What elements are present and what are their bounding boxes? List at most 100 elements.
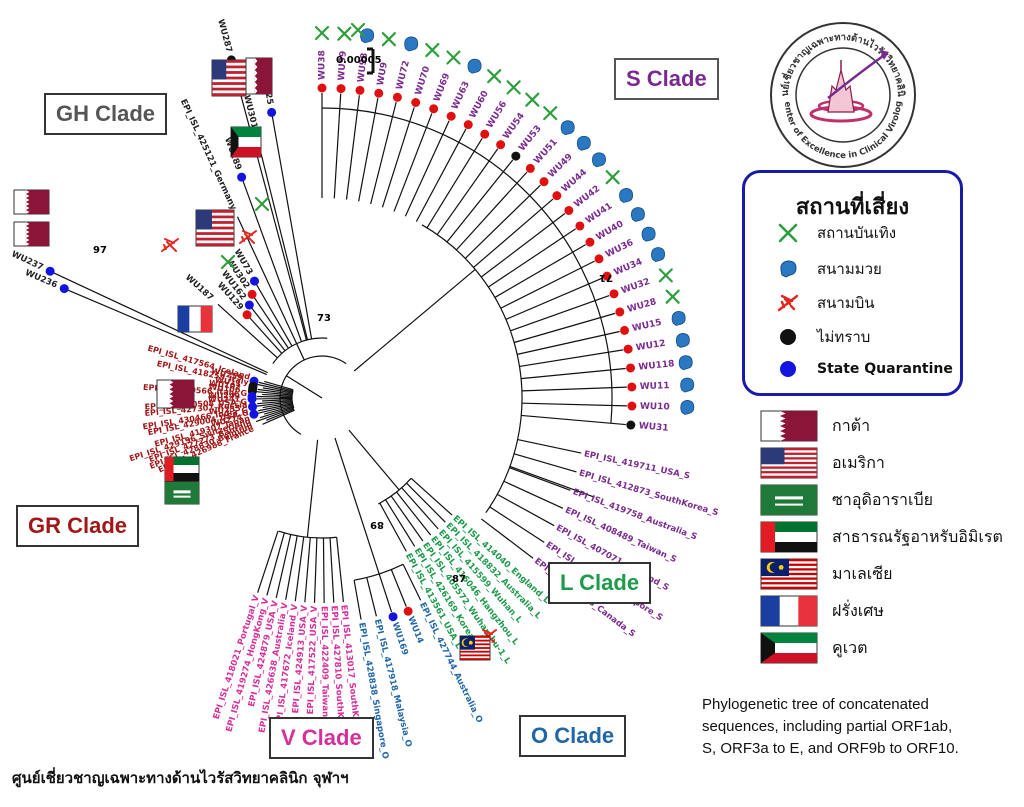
v-tip-branch [329,537,335,603]
saudi-flag-icon [164,481,200,505]
gh-tip-dot [244,300,254,310]
l-clade-label: L Clade [548,562,652,604]
gh-tip-label: WU187 [183,273,215,303]
flag-legend-label: กาต้า [832,415,871,435]
o-tip-branch [378,573,393,613]
l-tip-branch [396,491,432,536]
s-tip-dot [374,88,384,98]
gr-tip-branch [258,403,293,412]
s-tip-dot [392,92,402,102]
s-boxing-marker [404,36,419,52]
gr-tip-branch [257,388,293,395]
s-tip-label: WU72 [395,60,412,91]
gr-tip-branch [253,383,293,393]
s-tip-label: WU10 [640,402,670,413]
s-tip-branch [473,198,554,268]
gr-tip-branch [262,393,293,397]
l-clade-arc [378,477,412,505]
s-tip-dot [411,97,421,107]
caption-line-2: sequences, including partial ORF1ab, [702,718,953,735]
s-boxing-marker [641,226,656,242]
s-clade-branch [509,465,595,498]
s-tip-dot [429,104,439,114]
s-tip-label: WU36 [604,238,635,260]
s-boxing-marker [467,58,482,74]
s-entertainment-marker [543,106,558,121]
s-epi-branch [489,506,545,543]
l-tip-branch [385,499,416,547]
kuwait-flag-icon [760,632,818,664]
s-tip-dot [585,237,595,247]
tip-markers [45,22,695,643]
gr-tip-label: WU241 [208,395,241,404]
s-tip-branch [381,107,415,208]
s-boxing-marker [360,28,375,44]
s-tip-branch [455,171,528,251]
s-epi-branch [509,467,571,491]
s-tip-branch [358,98,379,202]
gh-tip-branch [64,288,268,376]
gh-tip-branch [230,59,308,341]
gr-tip-branch [262,402,293,409]
root-stem [286,375,323,399]
o-tip-label: WU169 [390,621,410,657]
s-tip-dot [336,84,346,94]
malaysia-flag-icon [760,558,818,590]
scale-bar: 0.00005 [336,47,382,75]
s-tip-label: WU38 [318,50,328,80]
gh-tip-branch [241,176,303,342]
tree-flags [13,57,491,661]
s-tip-dot [463,120,473,130]
gr-tip-dot [248,402,258,412]
gr-tip-label: WU102 [208,378,241,391]
gh-tip-branch [251,294,289,349]
legend-unknown: ไม่ทราบ [773,323,870,351]
s-tip-dot [627,401,637,411]
s-tip-label: WU31 [638,421,669,434]
v-tip-branch [304,537,311,603]
cecv-logo: ศูนย์เชี่ยวชาญเฉพาะทางด้านไวรัสวิทยาคลิน… [768,20,916,168]
s-tip-label: WU56 [485,100,509,131]
cutlery-icon [773,222,803,244]
gr-clade-label: GR Clade [16,505,140,547]
o-clade-label: O Clade [519,715,627,757]
flag-legend-label: มาเลเซีย [832,563,893,583]
kuwait-flag-icon [760,632,818,664]
black-dot-icon [773,327,803,347]
s-tip-branch [426,138,483,229]
s-tip-label: WU63 [450,80,471,111]
s-tip-branch [415,128,467,222]
v-tip-label: EPI_ISL_422409_Taiwan_V [319,606,330,728]
s-tip-branch [446,159,514,243]
o-tip-branch [366,577,378,617]
flag-legend-label: สาธารณรัฐอาหรับอิมิเรต [832,526,1003,546]
s-tip-branch [521,402,627,407]
flag-legend-label: ซาอุดิอาราเบีย [832,489,934,509]
gr-tip-branch [262,409,295,425]
bootstrap-89: 89 [370,519,384,530]
s-entertainment-marker [314,25,330,41]
s-tip-dot [511,151,521,161]
s-entertainment-marker [446,50,461,65]
s-tip-branch [521,386,627,392]
malaysia-flag-icon [760,558,818,590]
gh-tip-label: WU301 [241,94,259,130]
v-tip-branch [257,530,279,593]
logo-pagoda-icon [809,50,889,123]
s-tip-dot [594,254,604,264]
s-tip-dot [575,221,585,231]
s-entertainment-marker [525,92,540,107]
s-tip-dot [446,111,456,121]
s-tip-label: WU44 [560,168,589,195]
usa-flag-icon [211,59,247,97]
gr-tip-branch [266,408,295,421]
gh-tip-label: WU287 [215,18,233,54]
caption-line-1: Phylogenetic tree of concatenated [702,696,929,713]
legend-entertainment-label: สถานบันเทิง [817,224,897,242]
s-clade-stem [353,268,476,372]
gh-tip-dot [247,289,257,299]
s-tip-label: WU11 [640,381,670,392]
s-boxing-marker [678,355,693,371]
s-boxing-marker [630,207,645,222]
s-tip-label: WU42 [572,184,602,210]
